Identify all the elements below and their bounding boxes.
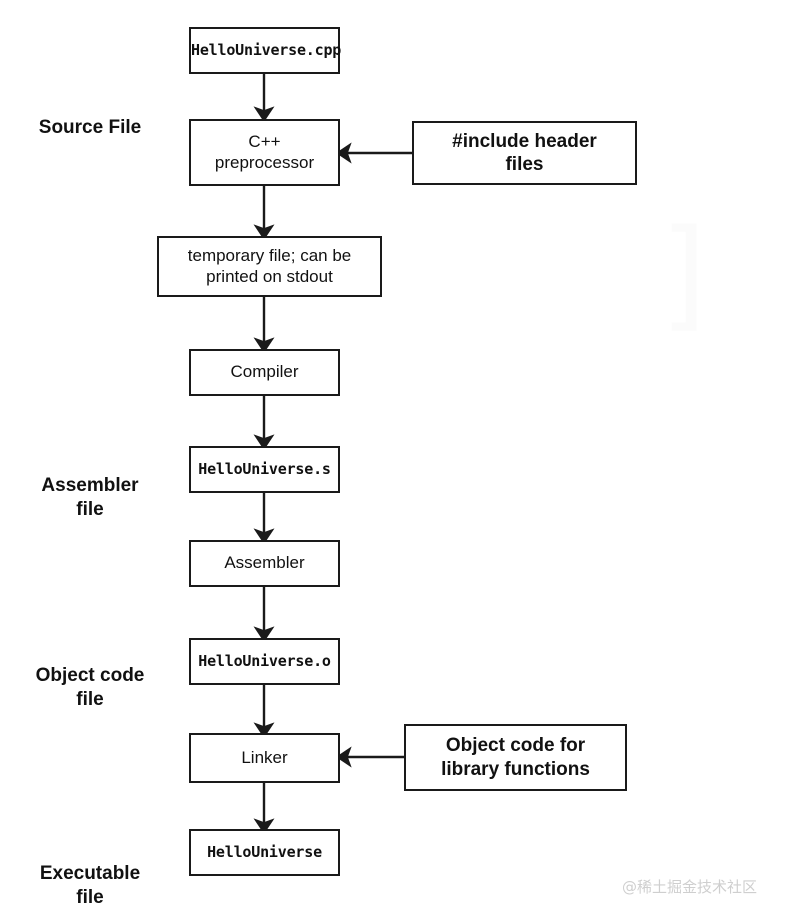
stage-label-object-code-file: Object code file (10, 640, 170, 711)
node-label: Linker (241, 747, 288, 767)
node-assembler-file[interactable]: HelloUniverse.s (189, 446, 340, 493)
stage-label-text: Executable file (39, 862, 141, 908)
stage-label-text: Source File (38, 116, 142, 138)
node-label: HelloUniverse (207, 843, 322, 862)
corner-watermark: @稀土掘金技术社区 (622, 876, 757, 897)
node-temporary-file[interactable]: temporary file; can be printed on stdout (157, 236, 382, 297)
node-library-object-code[interactable]: Object code for library functions (404, 724, 627, 791)
stage-label-assembler-file: Assembler file (10, 450, 170, 521)
stage-label-executable-file: Executable file (10, 838, 170, 909)
node-include-headers[interactable]: #include header files (412, 121, 637, 185)
node-label: HelloUniverse.o (198, 652, 331, 671)
node-label: HelloUniverse.cpp (191, 41, 342, 60)
node-label: #include header files (452, 130, 597, 175)
node-compiler[interactable]: Compiler (189, 349, 340, 396)
stage-label-source-file: Source File (10, 92, 170, 140)
node-source-file[interactable]: HelloUniverse.cpp (189, 27, 342, 74)
node-assembler[interactable]: Assembler (189, 540, 340, 587)
stage-label-text: Assembler file (41, 474, 139, 520)
background-watermark-mark: ] (660, 215, 707, 335)
node-preprocessor[interactable]: C++ preprocessor (189, 119, 340, 186)
node-label: Object code for library functions (441, 735, 590, 780)
node-label: HelloUniverse.s (198, 460, 331, 479)
corner-watermark-text: @稀土掘金技术社区 (622, 878, 758, 896)
node-object-file[interactable]: HelloUniverse.o (189, 638, 340, 685)
node-label: Assembler (224, 553, 305, 573)
background-watermark-text: ] (660, 205, 707, 344)
stage-label-text: Object code file (35, 664, 145, 710)
node-label: temporary file; can be printed on stdout (187, 245, 352, 286)
node-executable[interactable]: HelloUniverse (189, 829, 340, 876)
node-label: C++ preprocessor (214, 131, 315, 172)
node-label: Compiler (230, 362, 299, 382)
node-linker[interactable]: Linker (189, 733, 340, 783)
